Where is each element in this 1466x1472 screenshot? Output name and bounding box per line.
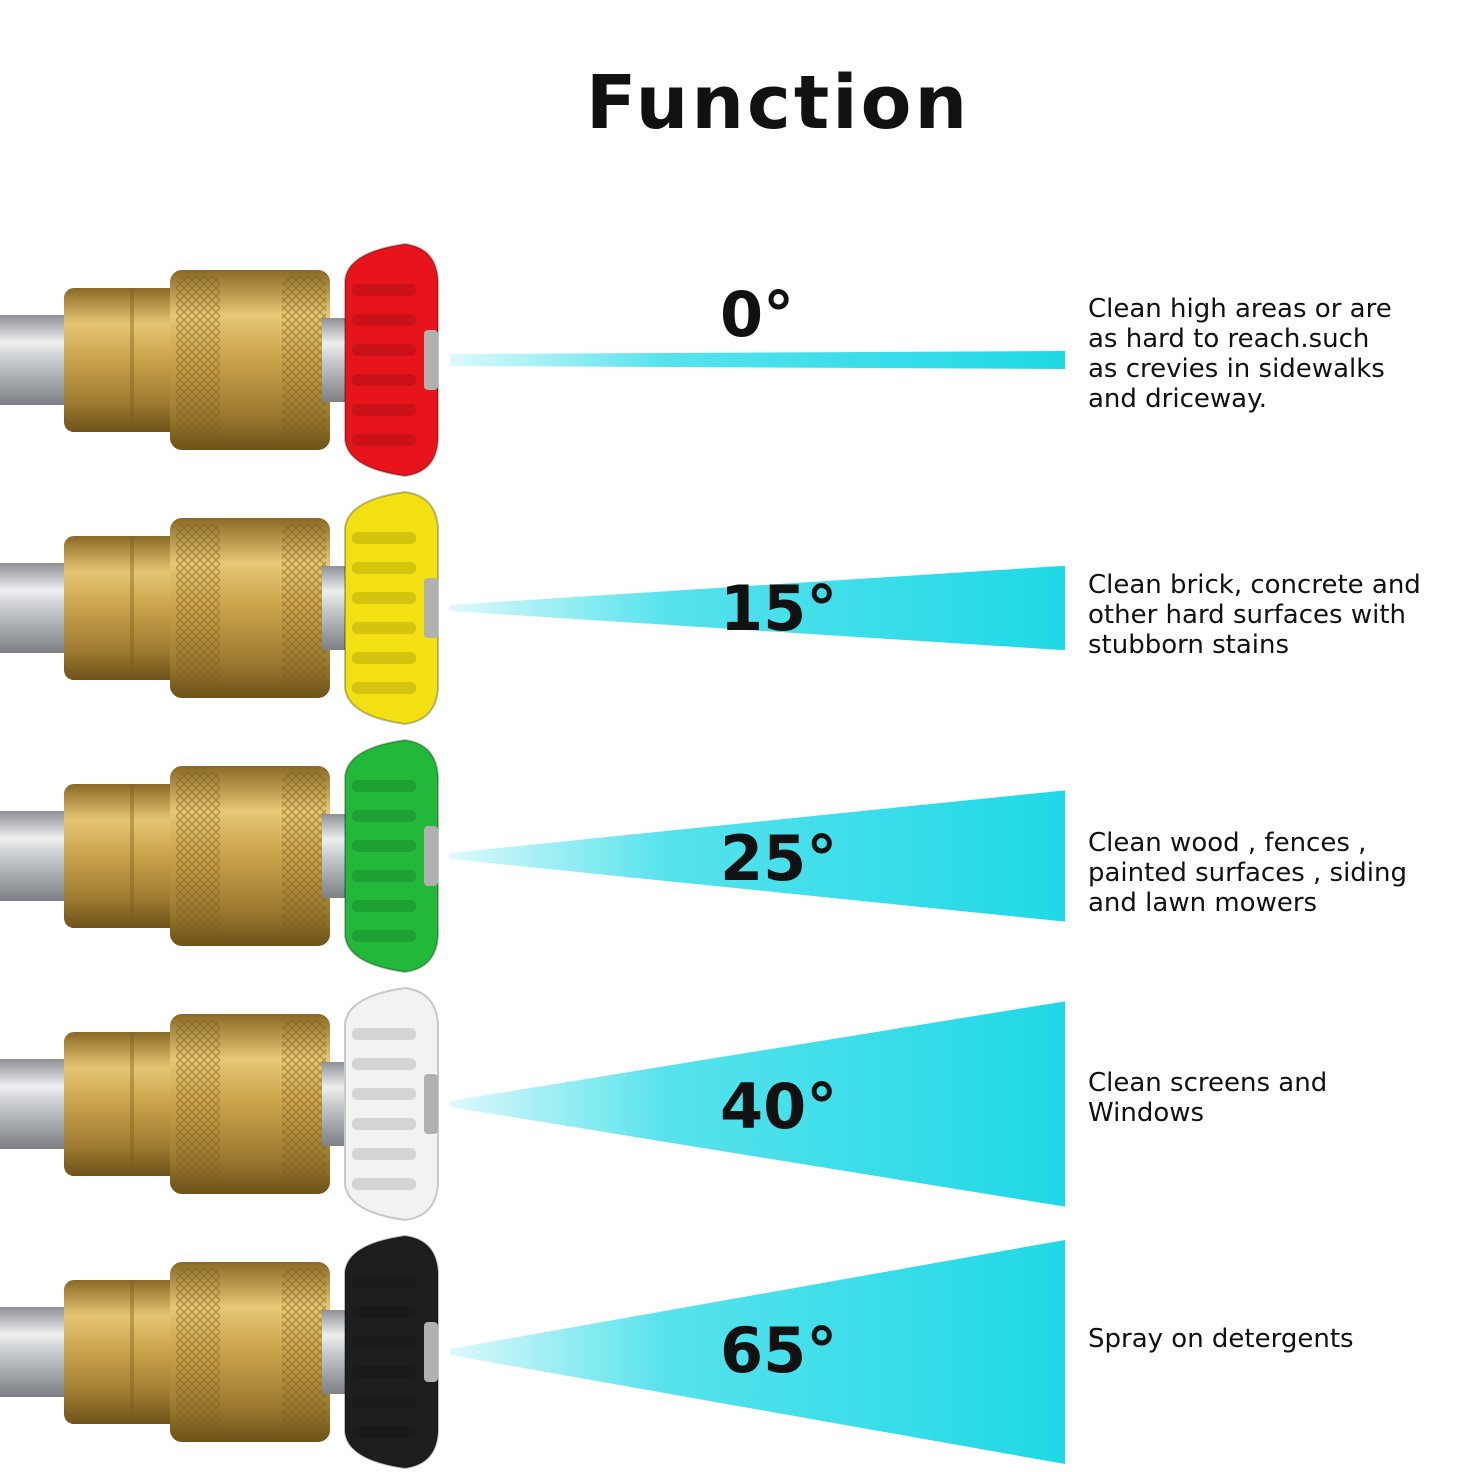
nozzle-tip [344,242,439,478]
description-1: Clean brick, concrete and other hard sur… [1088,570,1421,660]
description-4: Spray on detergents [1088,1324,1354,1354]
angle-label-3: 40° [720,1070,838,1143]
spray-beam [450,790,1065,922]
steel-rod [0,315,75,405]
spray-fan-4 [450,1240,1065,1464]
steel-rod [0,1307,75,1397]
nozzle-yellow-icon [0,490,439,726]
spray-beam [450,1240,1065,1464]
angle-label-4: 65° [720,1314,838,1387]
nozzle-tip [344,738,439,974]
angle-label-1: 15° [720,572,838,645]
angle-label-2: 25° [720,822,838,895]
spray-beam [450,565,1065,651]
spray-fan-3 [450,1001,1065,1207]
description-3: Clean screens and Windows [1088,1068,1328,1128]
nozzle-row-1: 15° Clean brick, concrete and other hard… [0,488,1466,728]
spray-beam [450,351,1065,369]
nozzle-tip [344,986,439,1222]
brass-body [64,536,182,680]
spray-fan-0 [450,351,1065,369]
description-0: Clean high areas or are as hard to reach… [1088,294,1392,414]
spray-fan-1 [450,565,1065,651]
brass-body [64,1280,182,1424]
brass-body [64,784,182,928]
nozzle-green-icon [0,738,439,974]
nozzle-row-2: 25° Clean wood , fences , painted surfac… [0,736,1466,976]
steel-rod [0,811,75,901]
nozzle-black-icon [0,1234,439,1470]
angle-label-0: 0° [720,278,795,351]
steel-rod [0,563,75,653]
spray-beam [450,1001,1065,1207]
description-2: Clean wood , fences , painted surfaces ,… [1088,828,1408,918]
brass-body [64,288,182,432]
nozzle-row-4: 65° Spray on detergents [0,1232,1466,1472]
nozzle-red-icon [0,242,439,478]
steel-rod [0,1059,75,1149]
nozzle-tip [344,1234,439,1470]
nozzle-row-0: 0° Clean high areas or are as hard to re… [0,240,1466,480]
nozzle-row-3: 40° Clean screens and Windows [0,984,1466,1224]
spray-fan-2 [450,790,1065,922]
nozzle-tip [344,490,439,726]
nozzle-white-icon [0,986,439,1222]
brass-body [64,1032,182,1176]
page-title: Function [585,60,971,146]
